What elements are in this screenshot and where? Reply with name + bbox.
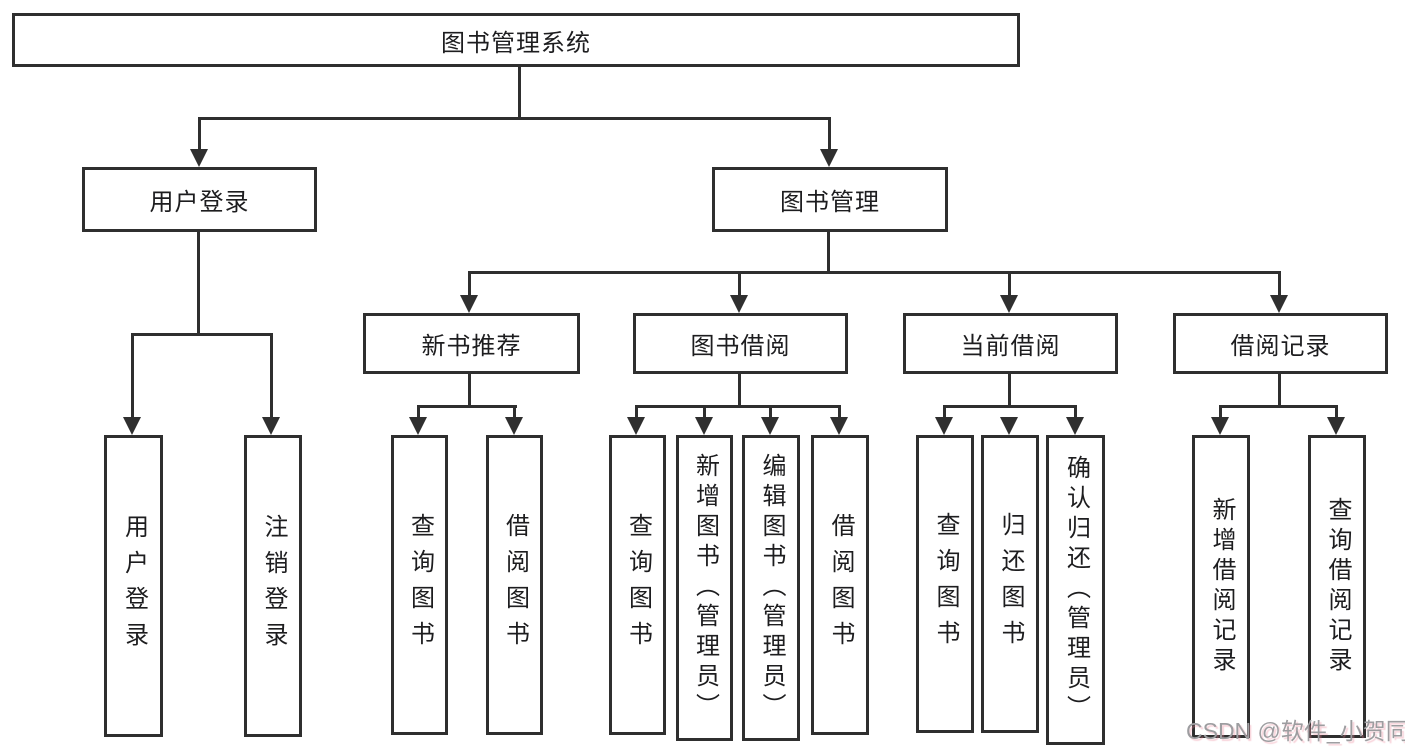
arrowhead-icon [695,417,713,435]
connector-line [703,405,706,420]
connector-line [468,374,471,408]
connector-line [468,271,1281,274]
node-query-book-borrowing-label: 查询图书 [624,513,652,657]
arrowhead-icon [1327,417,1345,435]
node-root: 图书管理系统 [12,13,1020,67]
node-edit-book-admin: 编辑图书（管理员） [742,435,800,741]
node-book-management: 图书管理 [712,167,948,232]
node-borrow-book-borrowing: 借阅图书 [811,435,869,735]
node-add-book-admin-label: 新增图书（管理员） [691,453,719,723]
connector-line [1278,374,1281,408]
connector-line [198,117,201,151]
node-return-book: 归还图书 [981,435,1039,733]
connector-line [738,374,741,408]
node-user-login-label: 用户登录 [149,189,250,216]
arrowhead-icon [1066,417,1084,435]
connector-line [197,232,200,336]
node-logout-leaf: 注销登录 [244,435,302,737]
connector-line [131,333,273,336]
connector-line [828,117,831,151]
arrowhead-icon [935,417,953,435]
node-add-book-admin: 新增图书（管理员） [676,435,733,741]
node-add-borrow-record: 新增借阅记录 [1192,435,1250,738]
arrowhead-icon [123,417,141,435]
node-borrow-records-label: 借阅记录 [1230,333,1331,360]
connector-line [468,271,471,297]
node-query-borrow-record: 查询借阅记录 [1308,435,1366,738]
node-new-book-recommend: 新书推荐 [363,313,580,374]
watermark-text: CSDN @软件_小贺同学 [1186,718,1405,744]
node-query-book-current: 查询图书 [916,435,974,733]
connector-line [518,67,521,119]
connector-line [943,405,1077,408]
node-root-label: 图书管理系统 [441,29,591,57]
connector-line [827,232,830,274]
connector-line [943,405,946,420]
connector-line [635,405,841,408]
connector-line [1219,405,1222,420]
arrowhead-icon [1000,417,1018,435]
connector-line [513,405,516,420]
connector-line [131,333,134,419]
node-confirm-return-admin: 确认归还（管理员） [1046,435,1105,745]
arrowhead-icon [730,295,748,313]
connector-line [198,117,831,120]
node-add-borrow-record-label: 新增借阅记录 [1208,496,1235,677]
node-return-book-label: 归还图书 [997,512,1024,656]
arrowhead-icon [262,417,280,435]
connector-line [1219,405,1338,408]
node-current-borrowing-label: 当前借阅 [960,333,1061,360]
connector-line [635,405,638,420]
node-current-borrowing: 当前借阅 [903,313,1118,374]
node-user-login: 用户登录 [82,167,317,232]
connector-line [738,271,741,297]
connector-line [838,405,841,420]
node-query-borrow-record-label: 查询借阅记录 [1324,496,1351,677]
node-query-book-recommend-label: 查询图书 [406,513,434,657]
connector-line [417,405,517,408]
connector-line [1278,271,1281,297]
arrowhead-icon [761,417,779,435]
node-borrow-book-recommend-label: 借阅图书 [501,513,529,657]
node-query-book-current-label: 查询图书 [932,512,959,656]
connector-line [270,333,273,419]
node-book-borrowing: 图书借阅 [633,313,848,374]
arrowhead-icon [1211,417,1229,435]
node-borrow-records: 借阅记录 [1173,313,1388,374]
node-query-book-recommend: 查询图书 [391,435,448,735]
arrowhead-icon [409,417,427,435]
arrowhead-icon [460,295,478,313]
node-query-book-borrowing: 查询图书 [609,435,666,735]
arrowhead-icon [830,417,848,435]
node-user-login-leaf-label: 用户登录 [120,514,148,658]
arrowhead-icon [505,417,523,435]
arrowhead-icon [1270,295,1288,313]
node-edit-book-admin-label: 编辑图书（管理员） [758,453,785,723]
connector-line [1074,405,1077,420]
node-new-book-recommend-label: 新书推荐 [421,333,522,360]
connector-line [1335,405,1338,420]
node-book-borrowing-label: 图书借阅 [690,333,791,360]
node-logout-leaf-label: 注销登录 [260,514,287,658]
connector-line [1008,271,1011,297]
node-borrow-book-borrowing-label: 借阅图书 [827,513,854,657]
connector-line [1008,374,1011,408]
arrowhead-icon [627,417,645,435]
arrowhead-icon [1000,295,1018,313]
node-borrow-book-recommend: 借阅图书 [486,435,543,735]
node-book-management-label: 图书管理 [780,189,880,216]
arrowhead-icon [190,149,208,167]
connector-line [769,405,772,420]
arrowhead-icon [820,149,838,167]
connector-line [417,405,420,420]
node-user-login-leaf: 用户登录 [104,435,163,737]
node-confirm-return-admin-label: 确认归还（管理员） [1062,455,1090,725]
